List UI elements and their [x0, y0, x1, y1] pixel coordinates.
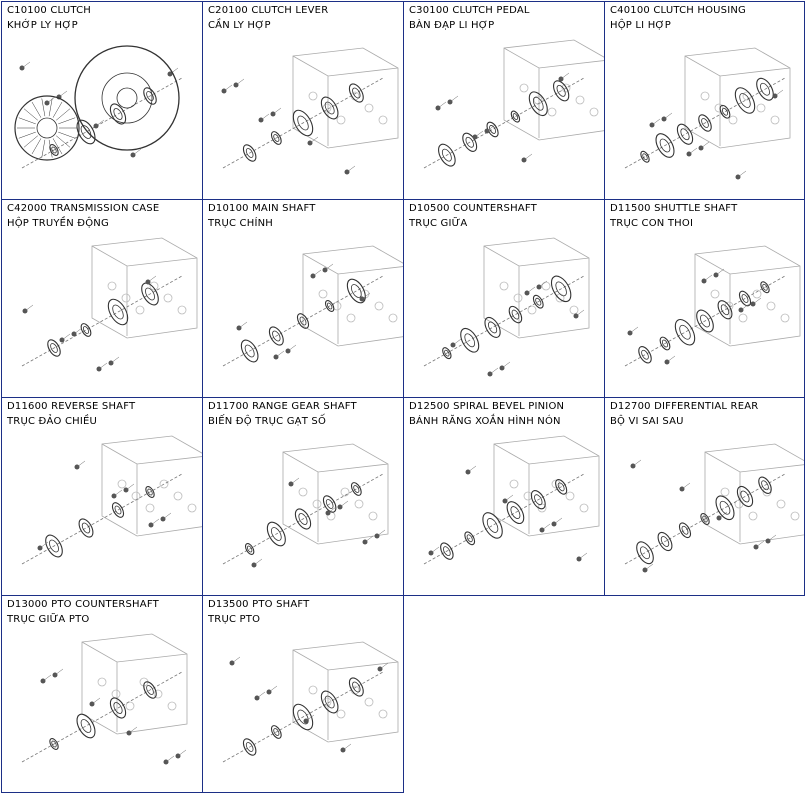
- shuttle-shaft-drawing: [624, 245, 801, 367]
- countershaft-drawing: [423, 237, 590, 377]
- part-cell[interactable]: C30100 CLUTCH PEDAL BÀN ĐẠP LI HỢP: [403, 1, 605, 200]
- part-code: D11600 REVERSE SHAFT: [7, 401, 136, 412]
- clutch-lever-drawing: [221, 47, 399, 175]
- part-title: HỘP TRUYỀN ĐỘNG: [7, 218, 109, 229]
- part-code: D12700 DIFFERENTIAL REAR: [610, 401, 759, 412]
- part-code: D13500 PTO SHAFT: [208, 599, 310, 610]
- part-code: D13000 PTO COUNTERSHAFT: [7, 599, 159, 610]
- part-cell[interactable]: D12700 DIFFERENTIAL REAR BỘ VI SAI SAU: [604, 397, 805, 596]
- part-cell[interactable]: D10100 MAIN SHAFT TRỤC CHÍNH: [202, 199, 404, 398]
- part-code: C42000 TRANSMISSION CASE: [7, 203, 160, 214]
- part-title: TRỤC ĐẢO CHIỀU: [7, 416, 98, 427]
- part-cell[interactable]: D13000 PTO COUNTERSHAFT TRỤC GIỮA PTO: [1, 595, 203, 793]
- part-title: TRỤC PTO: [208, 614, 261, 625]
- clutch-housing-drawing: [624, 47, 791, 180]
- clutch-disc-and-cover-drawing: [14, 45, 183, 169]
- part-cell[interactable]: C20100 CLUTCH LEVER CẦN LY HỢP: [202, 1, 404, 200]
- part-cell[interactable]: D12500 SPIRAL BEVEL PINION BÁNH RĂNG XOẮN…: [403, 397, 605, 596]
- part-title: TRỤC GIỮA PTO: [7, 614, 90, 625]
- part-code: D11500 SHUTTLE SHAFT: [610, 203, 738, 214]
- part-code: C20100 CLUTCH LEVER: [208, 5, 329, 16]
- part-cell[interactable]: D11500 SHUTTLE SHAFT TRỤC CON THOI: [604, 199, 805, 398]
- part-code: D10100 MAIN SHAFT: [208, 203, 316, 214]
- part-title: TRỤC CHÍNH: [208, 218, 273, 229]
- part-title: KHỚP LY HỢP: [7, 20, 78, 31]
- part-code: C40100 CLUTCH HOUSING: [610, 5, 746, 16]
- part-cell[interactable]: C40100 CLUTCH HOUSING HỘP LI HỢP: [604, 1, 805, 200]
- part-title: TRỤC GIỮA: [409, 218, 468, 229]
- part-cell[interactable]: C10100 CLUTCH KHỚP LY HỢP: [1, 1, 203, 200]
- part-code: D12500 SPIRAL BEVEL PINION: [409, 401, 565, 412]
- main-shaft-drawing: [222, 245, 403, 367]
- part-title: TRỤC CON THOI: [610, 218, 694, 229]
- part-code: C30100 CLUTCH PEDAL: [409, 5, 530, 16]
- spiral-bevel-pinion-drawing: [423, 435, 600, 565]
- part-code: D10500 COUNTERSHAFT: [409, 203, 537, 214]
- part-code: C10100 CLUTCH: [7, 5, 91, 16]
- part-cell[interactable]: D11700 RANGE GEAR SHAFT BIẾN ĐỘ TRỤC GẠT …: [202, 397, 404, 596]
- reverse-shaft-drawing: [21, 435, 202, 565]
- transmission-case-drawing: [21, 237, 198, 372]
- part-cell[interactable]: D11600 REVERSE SHAFT TRỤC ĐẢO CHIỀU: [1, 397, 203, 596]
- pto-shaft-drawing: [222, 641, 399, 763]
- differential-rear-drawing: [624, 443, 804, 573]
- part-title: CẦN LY HỢP: [208, 20, 271, 31]
- pto-countershaft-drawing: [21, 633, 188, 765]
- clutch-pedal-drawing: [423, 39, 604, 169]
- part-title: BÁNH RĂNG XOẮN HÌNH NÓN: [409, 416, 561, 427]
- part-code: D11700 RANGE GEAR SHAFT: [208, 401, 357, 412]
- part-cell[interactable]: C42000 TRANSMISSION CASE HỘP TRUYỀN ĐỘNG: [1, 199, 203, 398]
- part-title: BỘ VI SAI SAU: [610, 416, 684, 427]
- part-cell[interactable]: D10500 COUNTERSHAFT TRỤC GIỮA: [403, 199, 605, 398]
- range-gear-shaft-drawing: [222, 443, 389, 568]
- part-cell[interactable]: D13500 PTO SHAFT TRỤC PTO: [202, 595, 404, 793]
- part-title: BÀN ĐẠP LI HỢP: [409, 20, 495, 31]
- part-title: HỘP LI HỢP: [610, 20, 671, 31]
- part-title: BIẾN ĐỘ TRỤC GẠT SỐ: [208, 416, 327, 427]
